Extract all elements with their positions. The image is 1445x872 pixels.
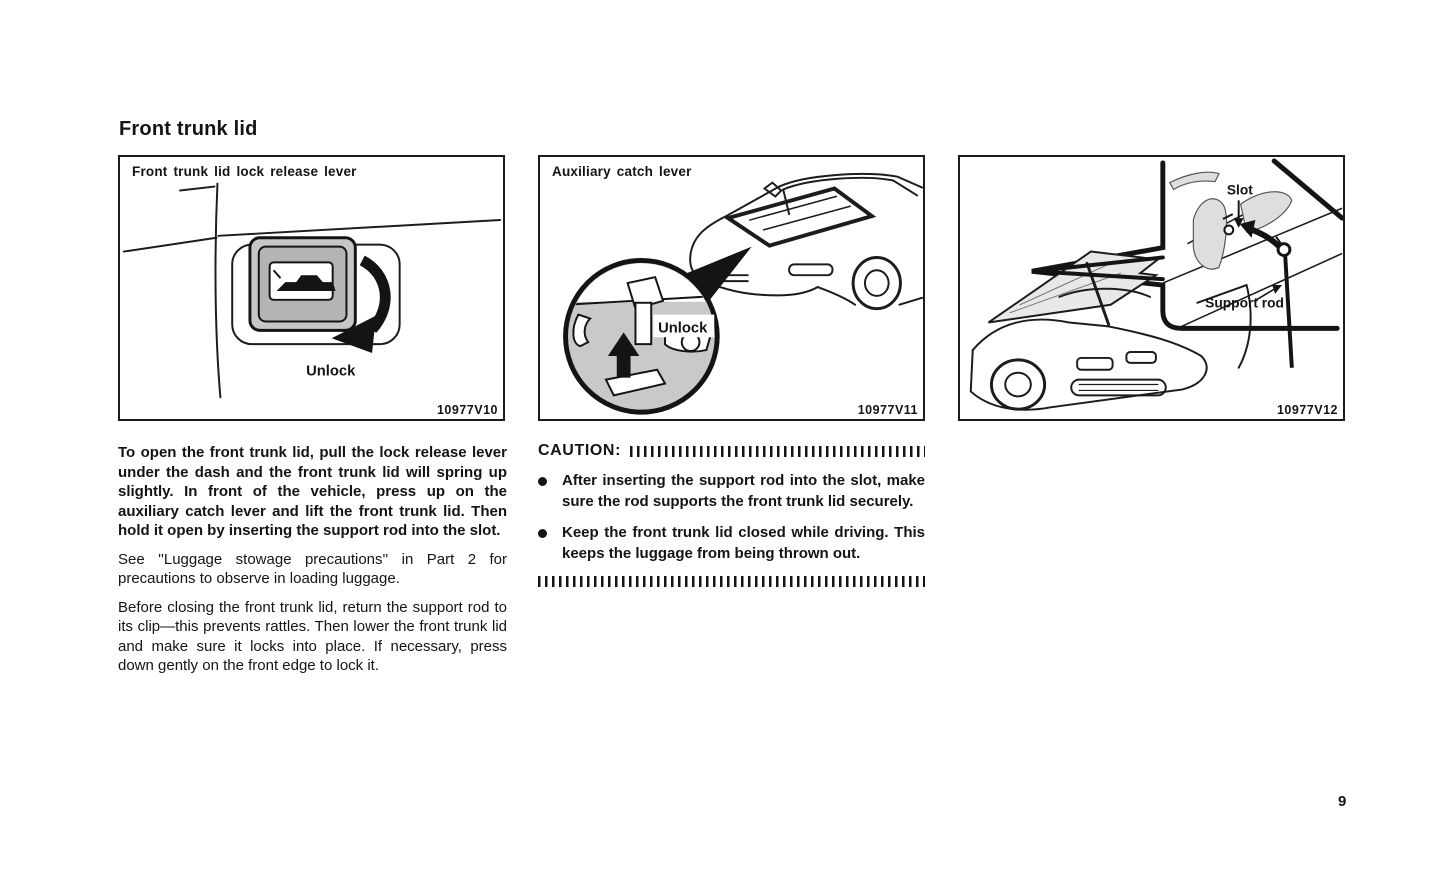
- car-front-drawing: [689, 173, 923, 311]
- bullet-icon: [538, 529, 547, 538]
- unlock-arrow-icon: [331, 255, 391, 354]
- unlock-label: Unlock: [658, 320, 708, 336]
- bullet-icon: [538, 477, 547, 486]
- caution-tick-rule-bottom: [538, 576, 925, 587]
- caution-heading: CAUTION:: [538, 442, 622, 459]
- figure-lock-release-lever: Unlock Front trunk lid lock release leve…: [118, 155, 505, 421]
- unlock-up-arrow-icon: [607, 332, 640, 378]
- figure-code: 10977V11: [857, 403, 918, 417]
- figure-support-rod: Slot Support rod 10977V12: [958, 155, 1345, 421]
- hood-open-symbol: [276, 275, 336, 291]
- caution-section: CAUTION: After inserting the support rod…: [538, 442, 925, 587]
- body-paragraph-closing: Before closing the front trunk lid, retu…: [118, 598, 507, 675]
- support-rod-label: Support rod: [1205, 296, 1284, 311]
- slot-detail: [1222, 200, 1244, 236]
- caution-item-text: After inserting the support rod into the…: [562, 472, 925, 510]
- body-text-column: To open the front trunk lid, pull the lo…: [118, 443, 507, 685]
- caution-item: After inserting the support rod into the…: [538, 471, 925, 512]
- release-lever-icon: [248, 236, 357, 332]
- figure-code: 10977V10: [436, 403, 498, 417]
- figure-auxiliary-catch-lever: Unlock Auxiliary catch lever 10977V11: [538, 155, 925, 421]
- support-rod-detail: [1255, 236, 1294, 368]
- figure-code: 10977V12: [1276, 403, 1338, 417]
- figure-caption: Front trunk lid lock release lever: [132, 164, 357, 179]
- auxiliary-catch-lever-illustration: Unlock: [563, 173, 923, 415]
- caution-tick-rule-top: [630, 445, 925, 457]
- caution-item-text: Keep the front trunk lid closed while dr…: [562, 524, 925, 562]
- unlock-label: Unlock: [306, 364, 356, 380]
- slot-label: Slot: [1227, 182, 1253, 197]
- caution-item: Keep the front trunk lid closed while dr…: [538, 523, 925, 564]
- support-rod-illustration: Slot Support rod: [969, 158, 1343, 411]
- lock-release-lever-illustration: Unlock: [122, 182, 502, 399]
- body-paragraph-see-also: See ''Luggage stowage precautions'' in P…: [118, 550, 507, 588]
- callout-pointer: [1033, 255, 1165, 282]
- figure-caption: Auxiliary catch lever: [552, 164, 692, 179]
- body-paragraph-open: To open the front trunk lid, pull the lo…: [118, 444, 507, 539]
- page-title: Front trunk lid: [119, 118, 258, 140]
- page-number: 9: [1338, 793, 1347, 810]
